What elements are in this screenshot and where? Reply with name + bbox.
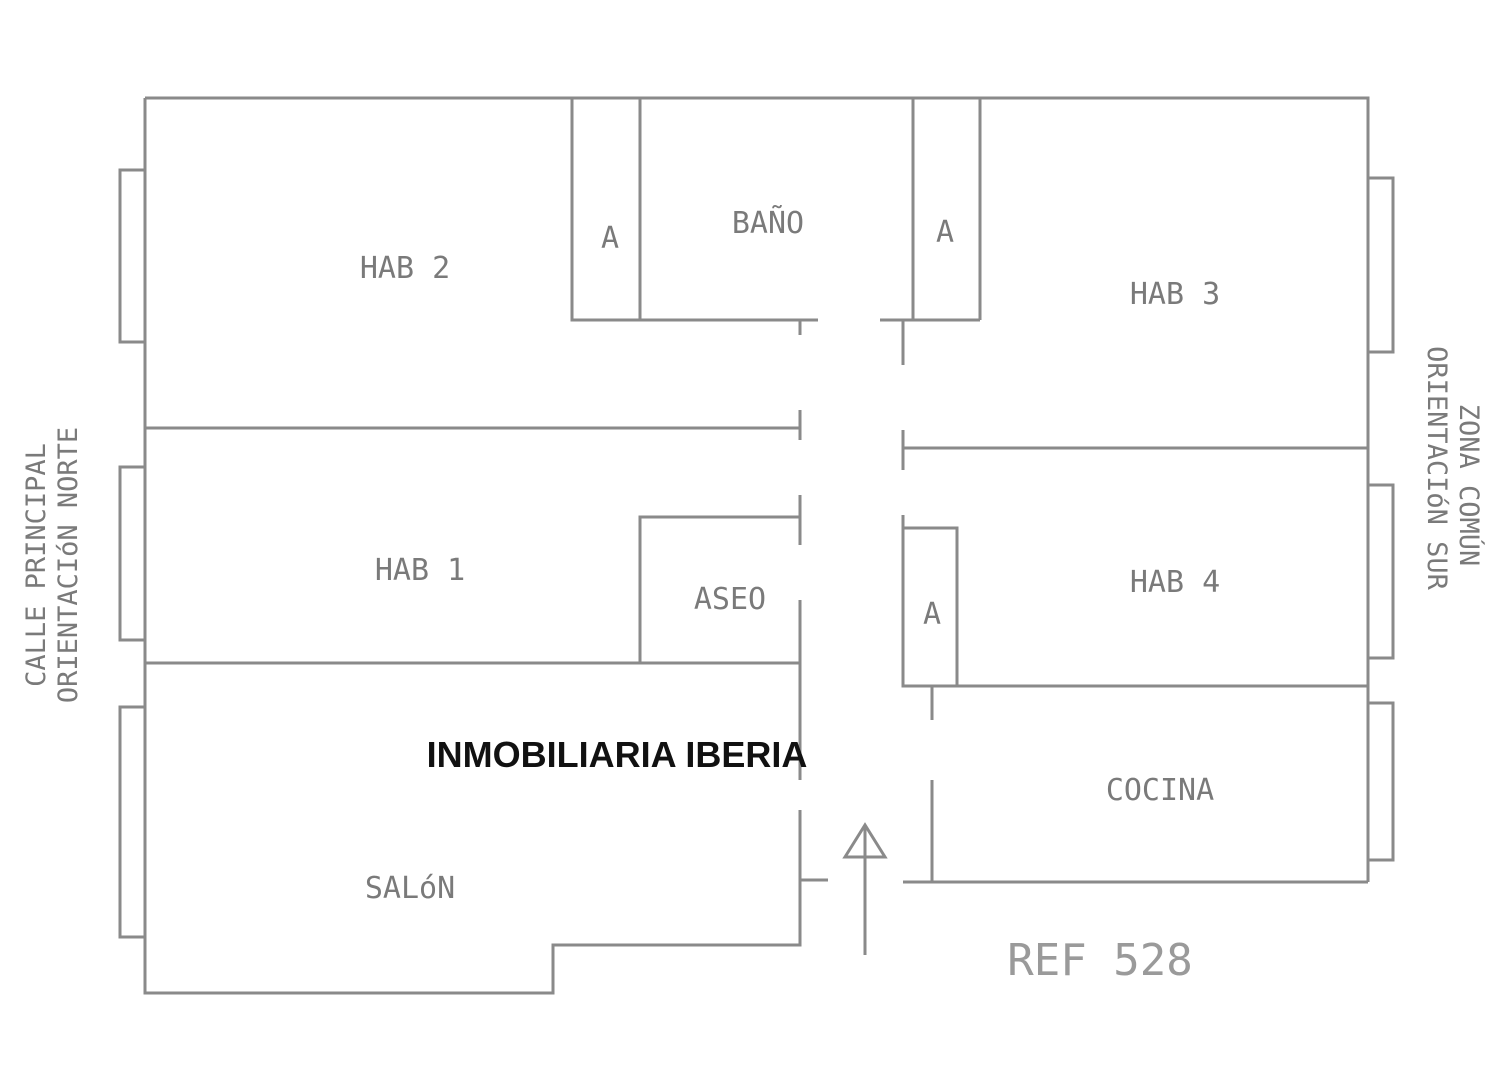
closet-label: A — [923, 597, 941, 632]
room-label-aseo: ASEO — [694, 582, 766, 617]
closet-label: A — [601, 221, 619, 256]
room-label-hab2: HAB 2 — [360, 251, 450, 286]
window — [1366, 176, 1395, 354]
room-label-hab4: HAB 4 — [1130, 565, 1220, 600]
window — [118, 705, 147, 939]
windows — [118, 168, 1395, 939]
room-label-salon: SALóN — [365, 871, 455, 906]
room-label-bano: BAÑO — [732, 205, 804, 241]
room-label-hab1: HAB 1 — [375, 553, 465, 588]
orientation-right-line1: ZONA COMÚN — [1453, 404, 1485, 567]
room-label-hab3: HAB 3 — [1130, 277, 1220, 312]
orientation-left-line1: CALLE PRINCIPAL — [21, 443, 52, 687]
window — [118, 465, 147, 642]
orientation-left-line2: ORIENTACIóN NORTE — [53, 427, 84, 703]
orientation-right-line2: ORIENTACIóN SUR — [1421, 346, 1452, 591]
brand-watermark: INMOBILIARIA IBERIA — [427, 734, 808, 775]
entrance-arrow-icon — [842, 822, 888, 955]
reference-number: REF 528 — [1007, 935, 1192, 986]
closet-label: A — [936, 215, 954, 250]
room-label-cocina: COCINA — [1106, 773, 1214, 808]
window — [118, 168, 147, 344]
window — [1366, 483, 1395, 660]
window — [1366, 701, 1395, 862]
